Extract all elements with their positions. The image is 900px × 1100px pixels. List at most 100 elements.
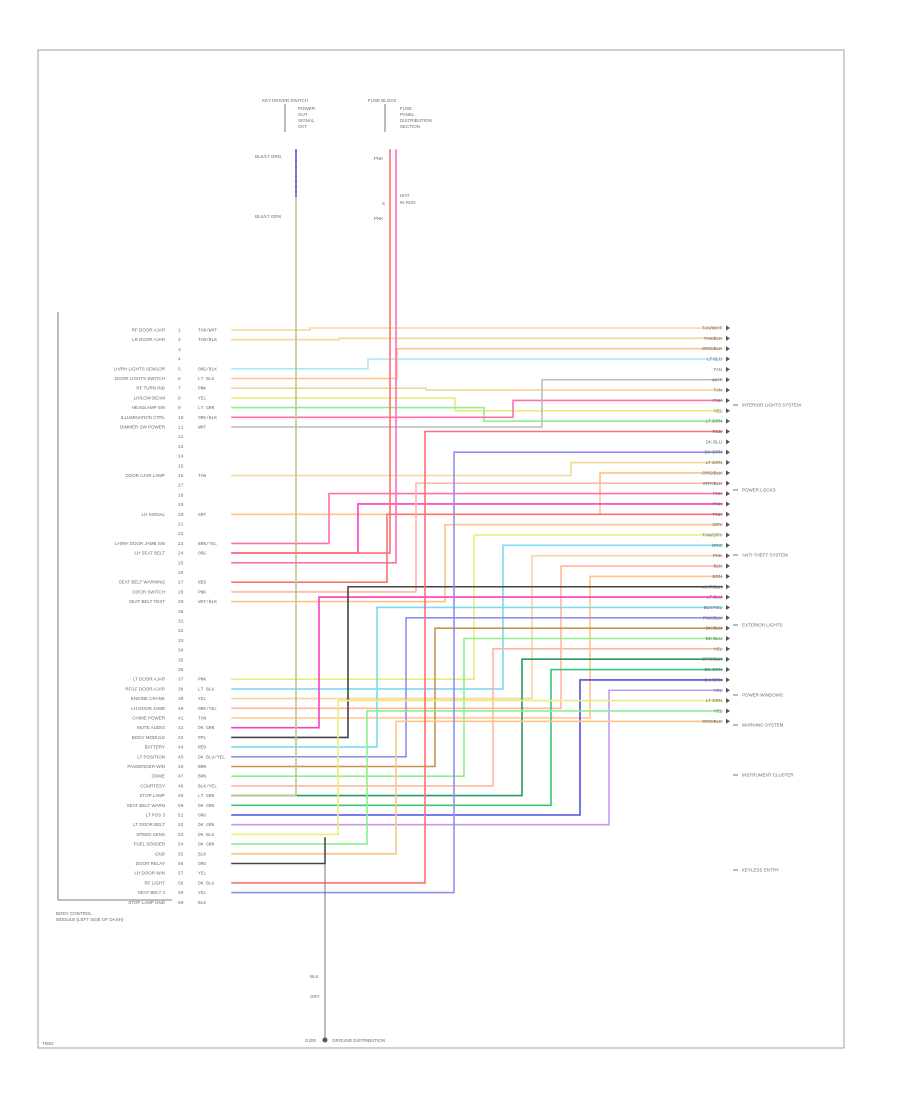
right-connector-16 [726, 480, 730, 486]
wire-30 [231, 668, 723, 807]
wire-5 [231, 387, 723, 391]
pin-label-11: DIMMER SW POWER [120, 425, 166, 430]
pin-color-27: RED [198, 580, 206, 586]
page-label: TM82 [42, 1041, 54, 1046]
right-connector-6 [726, 377, 730, 383]
module-pin-35: 35 [178, 657, 184, 663]
right-connector-2 [726, 335, 730, 341]
wire-27 [231, 637, 723, 777]
right-connector-23 [726, 553, 730, 559]
pin-color-60: BLK [198, 900, 206, 906]
module-pin-42: 42 [178, 725, 184, 731]
pin-label-41: CHIME POWER [132, 716, 166, 721]
right-wire-26: WHT/BLK [702, 584, 722, 589]
pin-color-1: TAN/WHT [198, 328, 217, 334]
wire-37 [231, 451, 723, 894]
wire-1 [231, 327, 723, 331]
pin-color-5: ORG/BLK [198, 366, 217, 372]
pin-label-10: ILLUMINATION CTRL [121, 415, 166, 420]
right-wire-19: PNK [713, 512, 722, 517]
module-pin-54: 54 [178, 842, 184, 848]
right-connector-37 [726, 698, 730, 704]
pin-label-8: LH/LOW BEAM [134, 395, 166, 400]
module-pin-40: 40 [178, 706, 184, 712]
right-wire-4: LT BLU [707, 357, 722, 362]
right-wire-35: DK GRN [704, 677, 722, 682]
module-pin-57: 57 [178, 871, 184, 877]
module-pin-32: 32 [178, 628, 184, 634]
ignition-feed-wire [231, 149, 297, 797]
wire-28 [231, 648, 723, 787]
pin-color-42: DK GRN [198, 725, 215, 731]
wire-31 [231, 679, 723, 816]
pin-color-23: BRN/YEL [198, 541, 217, 547]
pin-label-24: LH SEAT BELT [134, 551, 165, 556]
module-pin-52: 52 [178, 822, 184, 828]
pin-color-20: GRY [198, 512, 206, 518]
module-pin-36: 36 [178, 667, 184, 673]
pin-color-29: WHT/BLK [198, 599, 217, 605]
diagram-frame [37, 49, 845, 1049]
ground-label-1: BLK [310, 974, 319, 979]
module-pin-22: 22 [178, 531, 184, 537]
module-pin-24: 24 [178, 551, 184, 557]
pin-color-52: DK GRN [198, 822, 215, 828]
pin-label-39: ENGINE CRANK [131, 696, 165, 701]
module-pin-23: 23 [178, 541, 184, 547]
module-pin-51: 51 [178, 813, 184, 819]
wire-36 [231, 430, 723, 884]
right-wire-3: ORG/BLK [702, 346, 722, 351]
module-pin-27: 27 [178, 580, 184, 586]
wires [231, 149, 723, 894]
pin-color-44: RED [198, 745, 206, 751]
module-pin-21: 21 [178, 522, 184, 528]
module-pin-39: 39 [178, 696, 184, 702]
right-connector-5 [726, 366, 730, 372]
module-pin-25: 25 [178, 560, 184, 566]
ground-bottom-2: GROUND DISTRIBUTION [332, 1038, 385, 1043]
pin-label-59: SEAT BELT 2 [138, 890, 166, 895]
right-wire-24: BLK [713, 564, 722, 569]
right-wire-21: TAN/GRY [702, 533, 722, 538]
pin-label-1: RF DOOR AJAR [132, 328, 166, 333]
switch-sub-4: CKT [298, 124, 307, 129]
module-pin-4: 4 [178, 357, 181, 363]
pin-color-55: BLK [198, 851, 206, 857]
right-connector-14 [726, 460, 730, 466]
right-connector-27 [726, 594, 730, 600]
right-connector-17 [726, 491, 730, 497]
pin-color-58: DK BLU [198, 880, 215, 886]
module-pin-41: 41 [178, 716, 184, 722]
right-connector-13 [726, 449, 730, 455]
pin-color-2: TAN/BLK [198, 337, 217, 343]
wire-16 [231, 523, 723, 603]
fuse-sub-3: DISTRIBUTION [400, 118, 432, 123]
pin-label-50: SEAT BELT WARN [127, 803, 165, 808]
right-connector-8 [726, 397, 730, 403]
pin-label-27: SEAT BELT WARNING [119, 580, 166, 585]
pin-label-40: LH DOOR JAMB [131, 706, 165, 711]
wire-7 [231, 406, 723, 422]
wire-20 [231, 565, 723, 710]
system-label-5: POWER WINDOWS [742, 693, 783, 698]
pin-color-37: PNK [198, 677, 206, 683]
pin-color-9: LT GRN [198, 405, 215, 411]
right-wire-22: ORG [712, 543, 723, 548]
module-pin-1: 1 [178, 328, 181, 334]
right-wire-10: LT GRN [706, 419, 722, 424]
right-connector-31 [726, 636, 730, 641]
wire-15 [231, 482, 723, 593]
system-label-2: POWER LOCKS [742, 488, 776, 493]
wire-6 [231, 397, 723, 412]
pin-label-28: DOOR SWITCH [133, 589, 166, 594]
module-pin-60: 60 [178, 900, 184, 906]
right-connector-33 [726, 656, 730, 662]
right-connector-25 [726, 573, 730, 579]
right-connector-21 [726, 532, 730, 538]
fuse-sub-4: SECTION [400, 124, 420, 129]
pin-color-53: DK BLU [198, 832, 215, 838]
right-wire-9: YEL [713, 408, 722, 413]
wire-32 [231, 689, 723, 826]
